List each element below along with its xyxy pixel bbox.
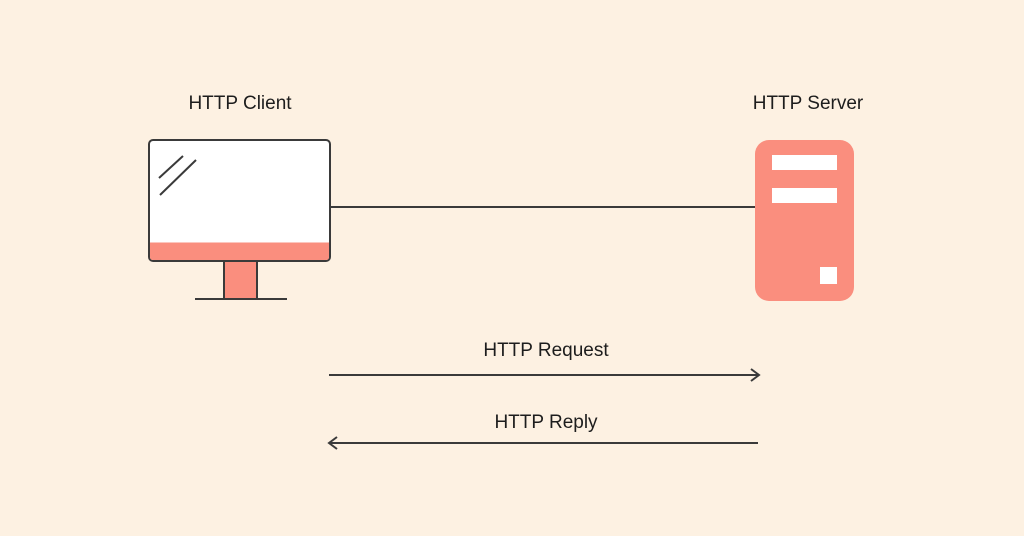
request-arrow (329, 368, 761, 382)
reply-label: HTTP Reply (494, 412, 598, 433)
server-tower-icon (755, 140, 854, 301)
request-label: HTTP Request (483, 340, 609, 361)
desktop-monitor-icon (148, 139, 331, 300)
server-label: HTTP Server (753, 93, 864, 114)
client-label: HTTP Client (188, 93, 292, 114)
reply-arrow (327, 436, 758, 450)
